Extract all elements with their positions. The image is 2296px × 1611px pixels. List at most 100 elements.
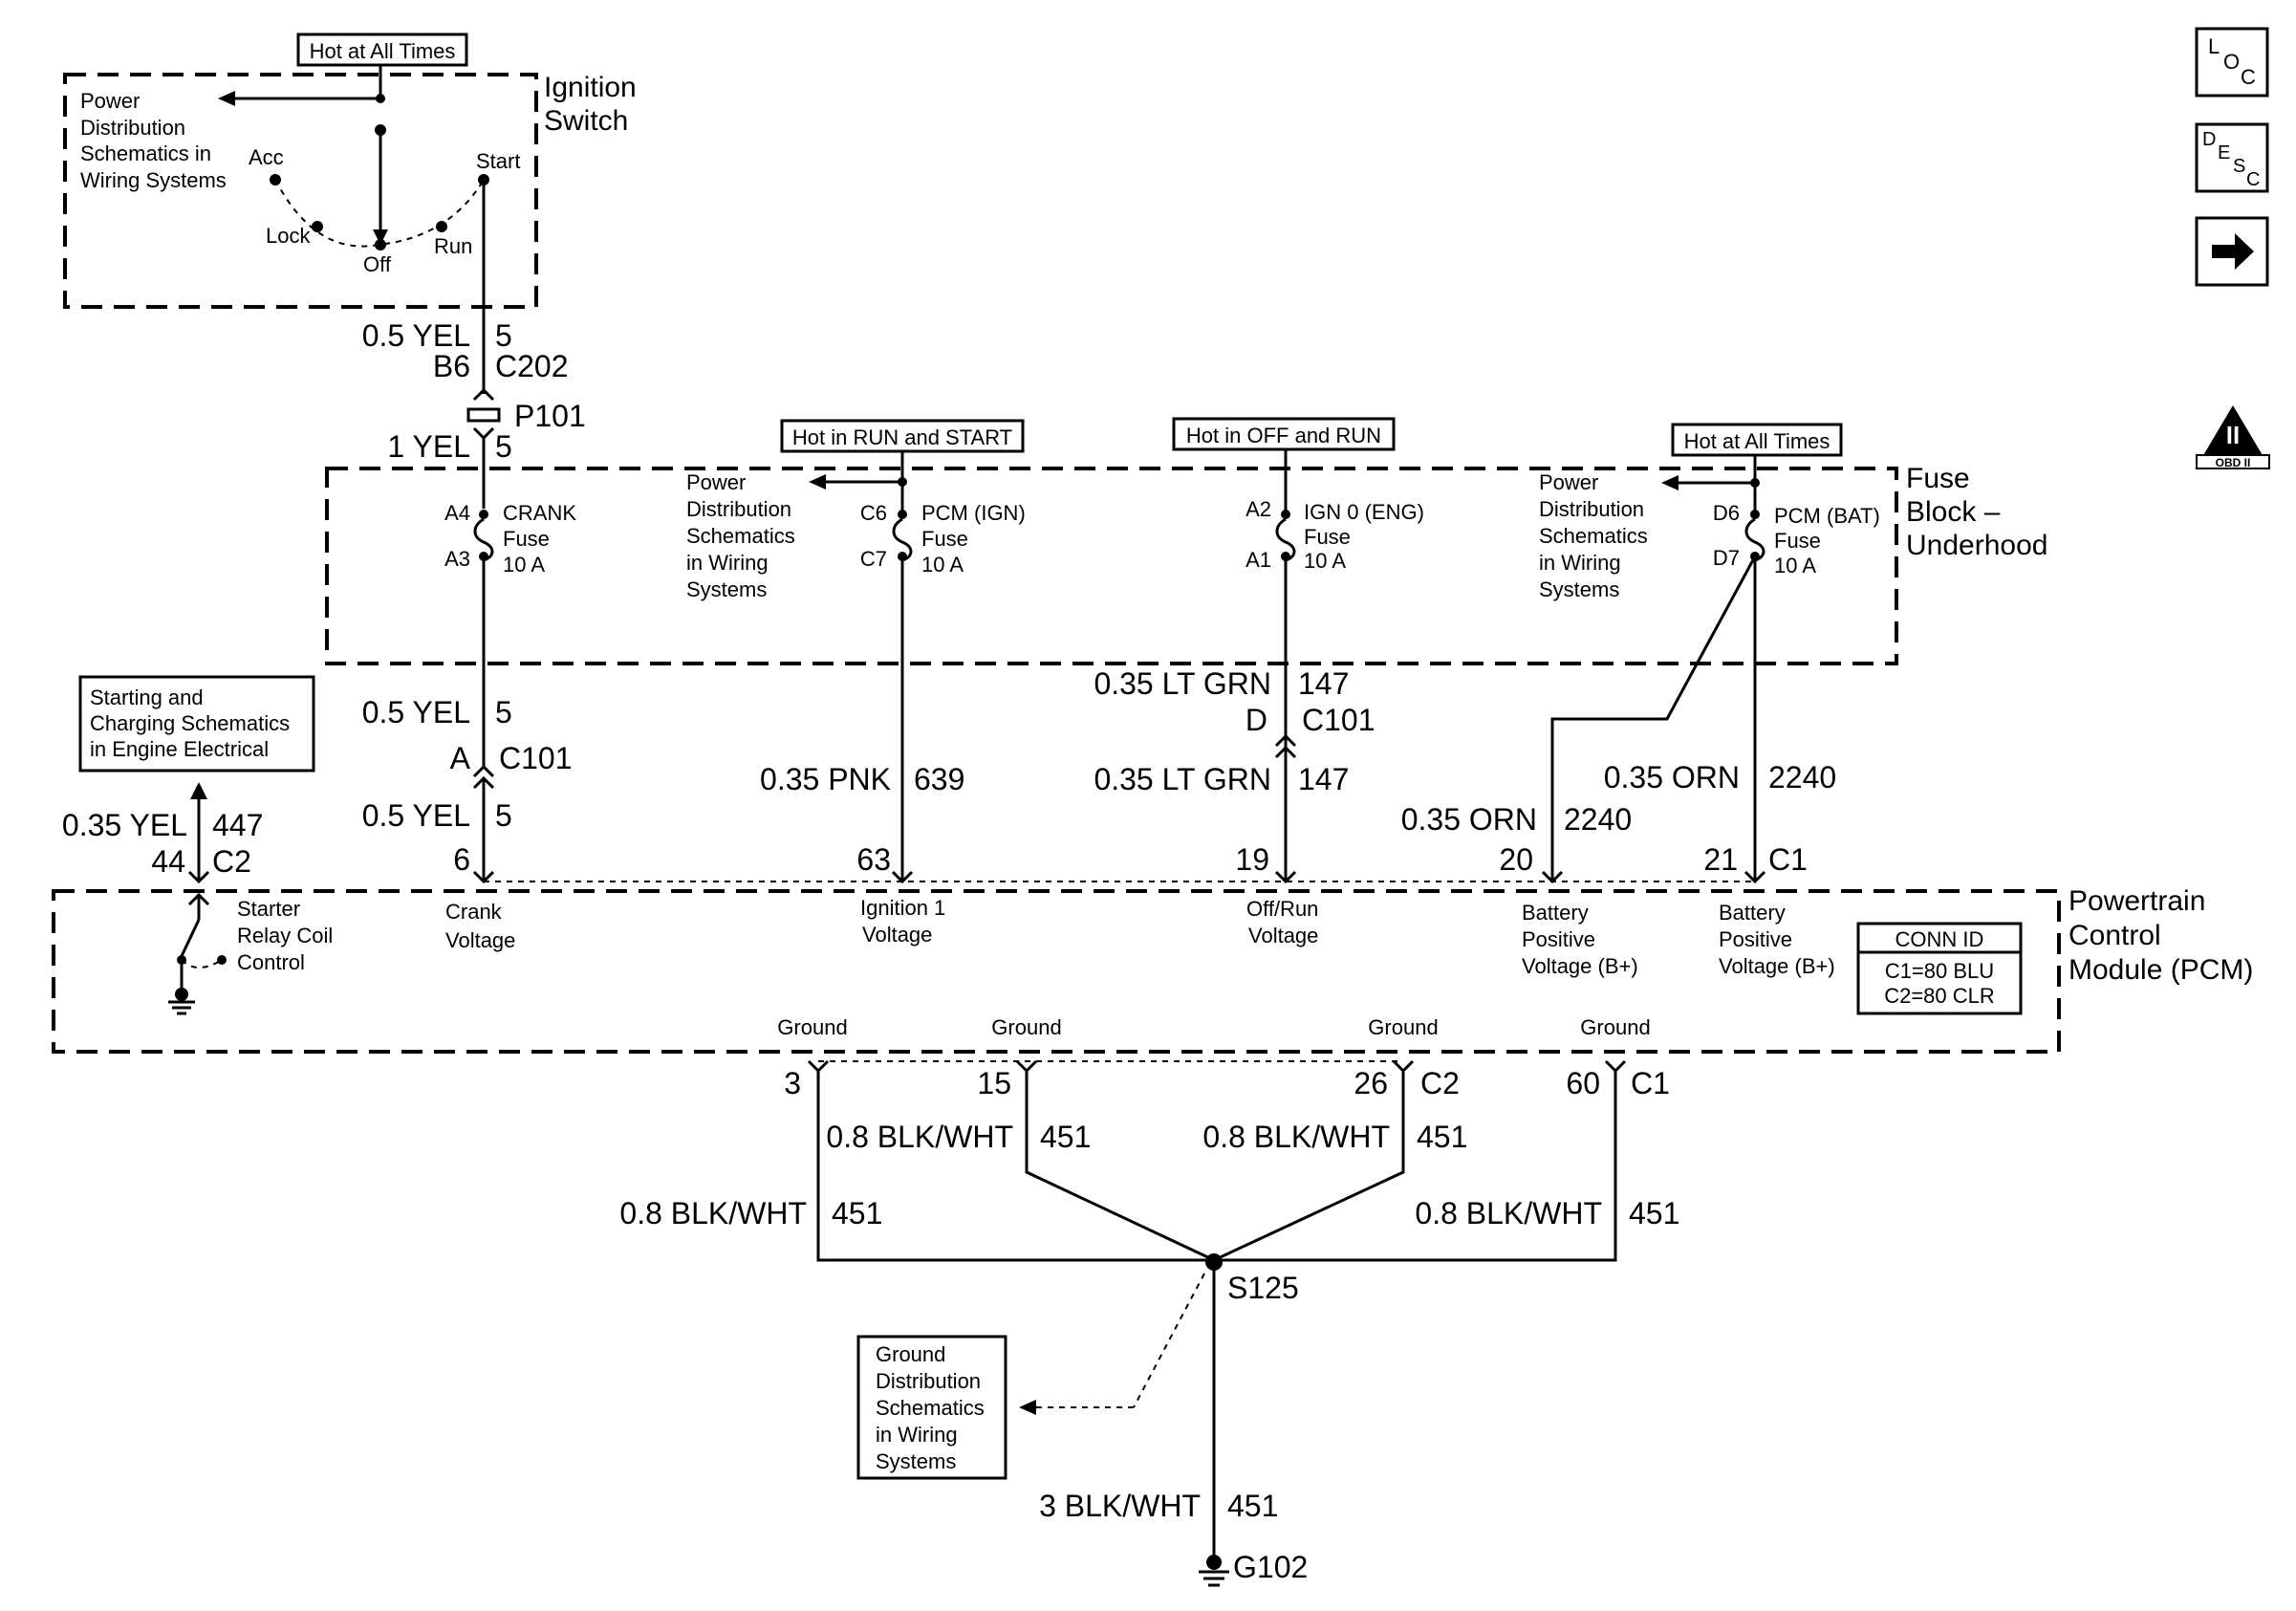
connector-id: C1: [1768, 842, 1808, 877]
circuit-number: 147: [1298, 762, 1349, 796]
fuse-terminal: [1281, 510, 1290, 519]
power-distribution-ref: Systems: [1539, 577, 1619, 601]
wire-color-label: 0.5 YEL: [362, 798, 470, 833]
circuit-number: 5: [495, 429, 512, 464]
wire-color-label: 0.8 BLK/WHT: [826, 1120, 1013, 1154]
pcm-module: Powertrain Control Module (PCM) CONN ID …: [52, 885, 2253, 1054]
fuse-rating: 10 A: [921, 553, 964, 577]
position-run: Run: [434, 234, 472, 258]
wire-color-label: 0.8 BLK/WHT: [1202, 1120, 1390, 1154]
fuse-icon: [1275, 517, 1296, 562]
ground-id: G102: [1233, 1550, 1308, 1584]
pcm-input-label: Voltage (B+): [1522, 954, 1638, 978]
connector-chevron-icon: [1274, 745, 1297, 759]
fuse-name: Fuse: [503, 527, 550, 551]
fuse-block-underhood: Fuse Block – Underhood: [325, 463, 2047, 665]
pcm-input-label: Battery: [1522, 901, 1589, 925]
fuse-terminal-label: A1: [1245, 548, 1271, 572]
pcm-input-label: Voltage: [1248, 924, 1318, 947]
pcm-pin: 20: [1499, 842, 1533, 877]
fuse-name: Fuse: [1304, 525, 1351, 549]
fuse-terminal-label: A4: [444, 501, 470, 525]
junction-dot: [376, 94, 385, 103]
wire-color-label: 1 YEL: [387, 429, 470, 464]
pcm-input-label: Positive: [1522, 927, 1595, 951]
fuse-rating: 10 A: [1774, 554, 1816, 577]
connector-pin: B6: [433, 349, 470, 383]
desc-icon[interactable]: D E S C: [2195, 122, 2269, 193]
loc-icon[interactable]: L O C: [2195, 27, 2269, 98]
svg-text:OBD II: OBD II: [2216, 456, 2251, 469]
connector-chevron-icon: [472, 387, 495, 402]
connector-chevron-icon: [472, 764, 495, 778]
connector-id: C2: [212, 844, 251, 879]
pcm-terminal-icon: [187, 870, 210, 884]
conn-id-box: [1856, 922, 2023, 1015]
fuse-icon: [1744, 517, 1765, 562]
hot-at-all-times-box: [1671, 423, 1843, 457]
splice-reference-line: [1133, 1273, 1205, 1408]
fuse-terminal: [898, 510, 907, 519]
wire-color-label: 0.5 YEL: [362, 318, 470, 353]
pcm-title: Powertrain: [2069, 885, 2205, 917]
fuse-rating: 10 A: [503, 553, 545, 577]
ground-icon: [175, 988, 188, 1001]
power-distribution-ref: Distribution: [686, 497, 791, 521]
wire-color-label: 3 BLK/WHT: [1039, 1489, 1201, 1523]
svg-text:II: II: [2226, 421, 2240, 449]
ground-distribution-ref-box: [856, 1335, 1007, 1480]
connector-pin: A: [450, 741, 471, 775]
pcm-pin: 19: [1235, 842, 1269, 877]
pcm-input-label: Crank: [445, 900, 503, 924]
pcm-ground-label: Ground: [777, 1015, 847, 1039]
ignition-switch: Hot at All Times Ignition Switch Power D…: [63, 33, 637, 309]
switch-contact: [217, 955, 227, 965]
pcm-pin: 26: [1354, 1066, 1388, 1100]
fuse-icon: [473, 517, 494, 562]
hot-label: Hot in OFF and RUN: [1186, 424, 1381, 447]
pcm-output-label: Starter: [237, 897, 300, 921]
circuit-number: 5: [495, 318, 512, 353]
pcm-pin: 60: [1566, 1066, 1600, 1100]
reference-text: Ground: [876, 1342, 945, 1366]
wire-color-label: 0.35 ORN: [1604, 760, 1740, 795]
fuse-block-title: Block –: [1906, 496, 2001, 528]
connector-id: C202: [495, 349, 569, 383]
power-distribution-ref: Distribution: [80, 116, 185, 140]
wire: [1550, 555, 1757, 882]
svg-text:L: L: [2208, 34, 2220, 58]
pcm-terminal-icon: [807, 1059, 830, 1074]
pcm-terminal-icon: [1015, 1059, 1038, 1074]
fuse-terminal-label: A3: [444, 547, 470, 571]
arrow-left-icon: [218, 91, 235, 106]
wire-color-label: 0.8 BLK/WHT: [1415, 1196, 1602, 1230]
wire-color-label: 0.35 LT GRN: [1094, 762, 1271, 796]
fuse-terminal: [479, 510, 488, 519]
fuse-name: PCM (IGN): [921, 501, 1026, 525]
acc-contact: [270, 174, 281, 185]
arrow-left-icon: [1019, 1400, 1036, 1415]
connector-id: C101: [499, 741, 573, 775]
wire-color-label: 0.8 BLK/WHT: [619, 1196, 807, 1230]
fuse-terminal-label: C6: [860, 501, 887, 525]
hot-label: Hot at All Times: [310, 39, 456, 63]
power-distribution-ref: Schematics in: [80, 142, 211, 165]
circuit-number: 451: [1417, 1120, 1467, 1154]
connector-id: C2: [1420, 1066, 1460, 1100]
power-distribution-ref: Distribution: [1539, 497, 1644, 521]
pcm-terminal-icon: [1604, 1059, 1627, 1074]
inline-connector-icon: [466, 407, 501, 423]
circuit-number: 639: [914, 762, 964, 796]
next-arrow-icon[interactable]: [2195, 216, 2269, 287]
fuse-rating: 10 A: [1304, 549, 1346, 573]
fuse-terminal-label: A2: [1245, 497, 1271, 521]
hot-in-off-run-box: [1172, 417, 1396, 451]
circuit-number: 451: [832, 1196, 882, 1230]
fuse-name: Fuse: [921, 527, 968, 551]
fuse-block-title: Underhood: [1906, 530, 2047, 561]
reference-text: Starting and: [90, 686, 204, 709]
svg-text:C: C: [2246, 169, 2260, 190]
power-distribution-ref: Schematics: [1539, 524, 1648, 548]
circuit-number: 451: [1629, 1196, 1679, 1230]
lock-contact: [312, 221, 323, 232]
